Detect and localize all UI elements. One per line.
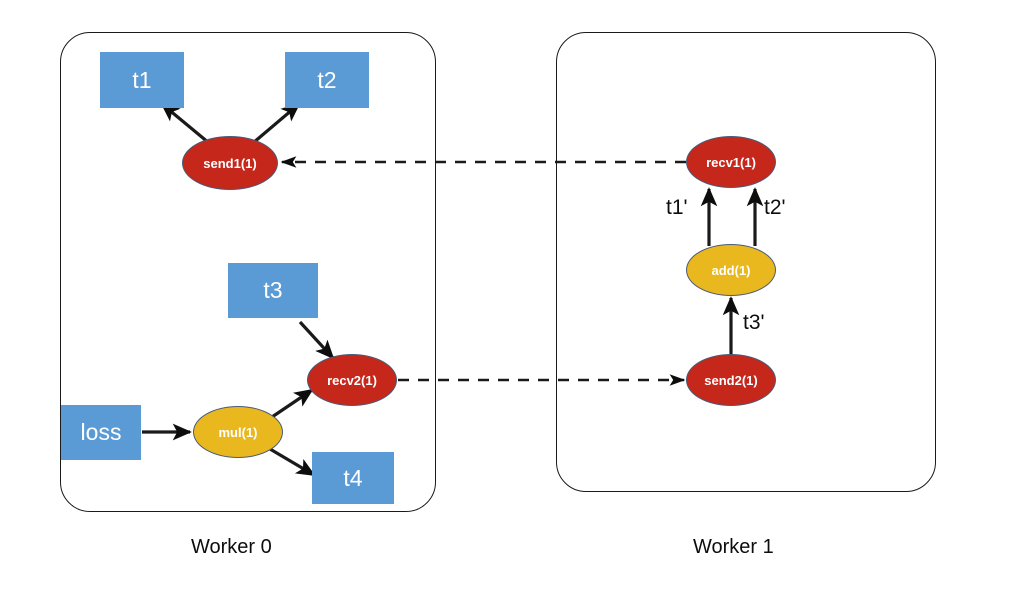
tensor-node-t1[interactable]: t1 <box>100 52 184 108</box>
op-node-mul[interactable]: mul(1) <box>193 406 283 458</box>
edge-label-t2-prime: t2' <box>764 196 786 219</box>
edge-label-t1-prime: t1' <box>666 196 688 219</box>
op-label: recv2(1) <box>327 372 377 388</box>
tensor-node-t3[interactable]: t3 <box>228 263 318 318</box>
op-node-recv2[interactable]: recv2(1) <box>307 354 397 406</box>
worker-1-container <box>556 32 936 492</box>
tensor-label: t2 <box>317 66 337 93</box>
tensor-label: t3 <box>263 277 283 303</box>
tensor-node-loss[interactable]: loss <box>61 405 141 460</box>
tensor-node-t4[interactable]: t4 <box>312 452 394 504</box>
tensor-label: t1 <box>132 66 152 93</box>
op-label: send2(1) <box>704 372 758 388</box>
op-label: recv1(1) <box>706 154 756 170</box>
op-label: mul(1) <box>218 424 258 440</box>
tensor-label: loss <box>80 419 122 445</box>
op-node-send2[interactable]: send2(1) <box>686 354 776 406</box>
op-label: send1(1) <box>203 155 257 171</box>
edge-label-t3-prime: t3' <box>743 311 765 334</box>
op-node-send1[interactable]: send1(1) <box>182 136 278 190</box>
op-node-add[interactable]: add(1) <box>686 244 776 296</box>
tensor-label: t4 <box>343 464 363 491</box>
op-label: add(1) <box>711 262 751 278</box>
tensor-node-t2[interactable]: t2 <box>285 52 369 108</box>
worker-0-caption: Worker 0 <box>191 536 272 558</box>
worker-1-caption: Worker 1 <box>693 536 774 558</box>
op-node-recv1[interactable]: recv1(1) <box>686 136 776 188</box>
worker-0-container <box>60 32 436 512</box>
